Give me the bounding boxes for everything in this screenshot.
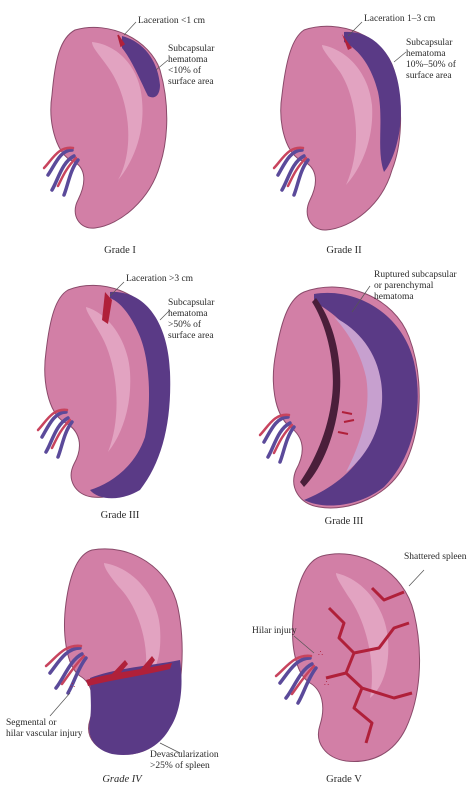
panel-grade-3b: Ruptured subcapsular or parenchymal hema…	[234, 262, 469, 528]
spleen-illustration-grade-1	[0, 0, 234, 262]
panel-grade-2: Laceration 1–3 cm Subcapsular hematoma 1…	[234, 0, 469, 262]
caption-grade-2: Grade II	[304, 245, 384, 256]
label-laceration: Laceration >3 cm	[126, 274, 231, 285]
label-hilar-injury: Hilar injury	[252, 626, 312, 637]
svg-text:∴: ∴	[324, 679, 329, 688]
label-ruptured-hematoma: Ruptured subcapsular or parenchymal hema…	[374, 270, 469, 303]
label-vascular-injury: Segmental or hilar vascular injury	[6, 718, 96, 740]
label-shattered-spleen: Shattered spleen	[404, 552, 469, 563]
svg-text:∴: ∴	[318, 649, 323, 658]
panel-grade-5: ∴ ∴ Shattered spleen Hilar injury Grade …	[234, 528, 469, 789]
label-laceration: Laceration 1–3 cm	[364, 14, 469, 25]
label-hematoma: Subcapsular hematoma >50% of surface are…	[168, 298, 233, 342]
spleen-illustration-grade-5: ∴ ∴	[234, 528, 469, 789]
caption-grade-4: Grade IV	[82, 774, 162, 785]
caption-grade-3b: Grade III	[304, 516, 384, 527]
panel-grade-1: Laceration <1 cm Subcapsular hematoma <1…	[0, 0, 234, 262]
label-laceration: Laceration <1 cm	[138, 16, 233, 27]
panel-grade-4: ∴ Segmental or hilar vascular injury Dev…	[0, 528, 234, 789]
label-hematoma: Subcapsular hematoma 10%–50% of surface …	[406, 38, 469, 82]
panel-grade-3a: Laceration >3 cm Subcapsular hematoma >5…	[0, 262, 234, 528]
caption-grade-3a: Grade III	[80, 510, 160, 521]
caption-grade-1: Grade I	[80, 245, 160, 256]
label-hematoma: Subcapsular hematoma <10% of surface are…	[168, 44, 233, 88]
caption-grade-5: Grade V	[304, 774, 384, 785]
label-devascularization: Devascularization >25% of spleen	[150, 750, 234, 772]
svg-text:∴: ∴	[70, 681, 75, 690]
